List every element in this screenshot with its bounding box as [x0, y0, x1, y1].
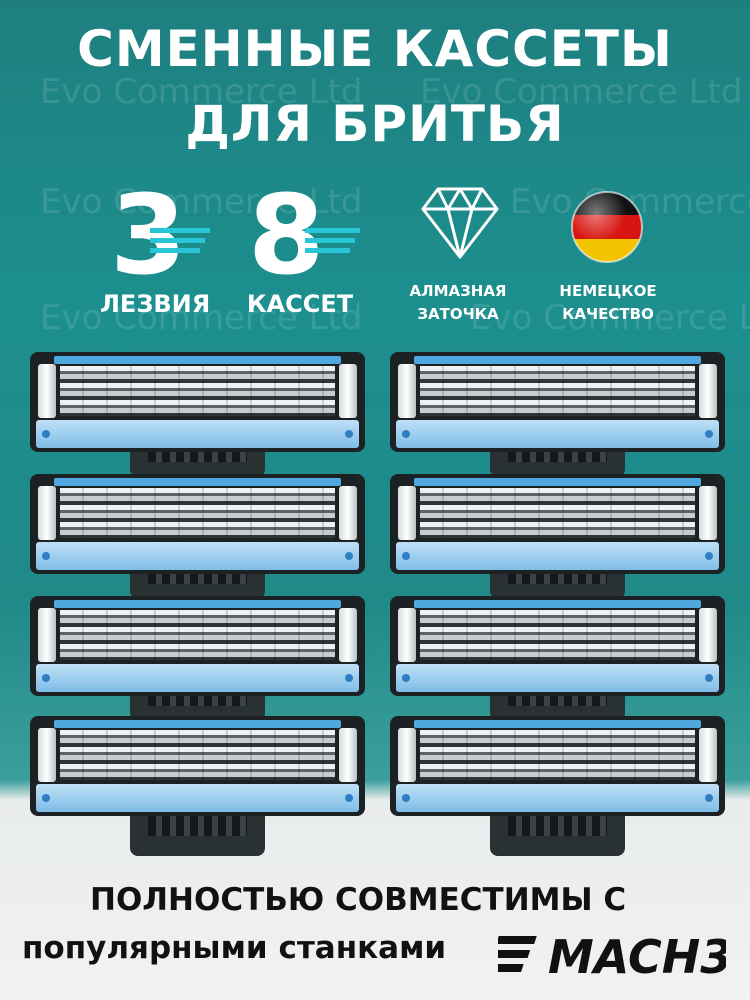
german-flag-icon [570, 190, 644, 264]
watermark: Evo Commerce Ltd [40, 298, 363, 338]
razor-cartridge-icon [390, 474, 725, 599]
razor-cartridge-icon [390, 352, 725, 477]
cassette-stripe [305, 238, 355, 243]
blade-stripe [150, 228, 210, 233]
watermark: Evo Commerce Ltd [470, 298, 750, 338]
razor-cartridge-icon [30, 716, 365, 856]
watermark: Evo Commerce Ltd [40, 182, 363, 222]
compatibility-line-1: ПОЛНОСТЬЮ СОВМЕСТИМЫ С [90, 882, 627, 918]
mach3-logo: MACH3 [483, 926, 732, 984]
german-label-line-2: КАЧЕСТВО [562, 304, 654, 323]
razor-cartridge-icon [30, 352, 365, 477]
blade-stripe [150, 238, 205, 243]
cassette-stripe [305, 248, 350, 253]
razor-cartridge-icon [30, 474, 365, 599]
razor-cartridge-icon [390, 596, 725, 721]
compatibility-line-2: популярными станками [22, 930, 447, 966]
diamond-icon [420, 185, 500, 260]
cassette-stripe [305, 228, 360, 233]
mach3-logo-text: MACH3 [548, 930, 726, 982]
diamond-label: АЛМАЗНАЯ ЗАТОЧКА [398, 280, 518, 325]
razor-cartridge-icon [390, 716, 725, 856]
cassettes-label: КАССЕТ [246, 290, 354, 318]
title-line-1: СМЕННЫЕ КАССЕТЫ [77, 20, 673, 78]
blade-stripe [150, 248, 200, 253]
watermark: Evo Commerce Ltd [420, 72, 743, 112]
razor-cartridge-icon [30, 596, 365, 721]
diamond-label-line-1: АЛМАЗНАЯ [409, 282, 507, 300]
blades-label: ЛЕЗВИЯ [100, 290, 211, 318]
cassettes-number: 8 [248, 171, 325, 299]
blades-number: 3 [110, 171, 187, 299]
diamond-label-line-2: ЗАТОЧКА [417, 304, 499, 323]
german-label-line-1: НЕМЕЦКОЕ [559, 282, 657, 300]
watermark: Evo Commerce Ltd [40, 72, 363, 112]
title-line-2: ДЛЯ БРИТЬЯ [185, 95, 565, 153]
german-label: НЕМЕЦКОЕ КАЧЕСТВО [548, 280, 668, 325]
